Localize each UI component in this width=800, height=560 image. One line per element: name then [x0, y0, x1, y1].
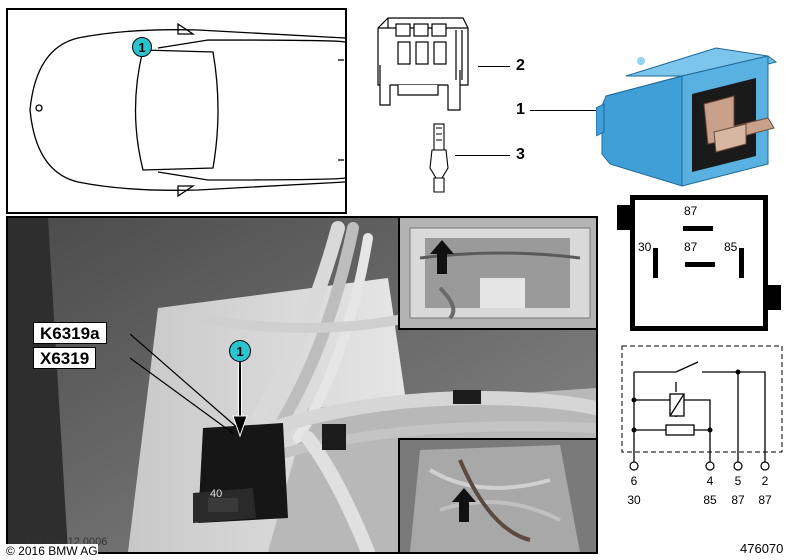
- schematic-term-30: 30: [627, 493, 641, 507]
- pin-label-85: 85: [724, 240, 738, 254]
- component-tag-k6319a: K6319a: [33, 322, 107, 344]
- schematic-pin-2: 2: [761, 474, 769, 488]
- pin-label-30: 30: [638, 240, 652, 254]
- pinout-tab-left: [617, 205, 630, 230]
- leader-line-3: [455, 155, 510, 156]
- schematic-term-85: 85: [703, 493, 717, 507]
- schematic-pin-5: 5: [734, 474, 742, 488]
- inset-photo-top: [398, 216, 598, 330]
- connector-housing-drawing: [377, 17, 469, 111]
- callout-arrow: [232, 362, 248, 438]
- pin-label-87-mid: 87: [684, 240, 698, 254]
- copyright-text: © 2016 BMW AG: [6, 544, 98, 558]
- callout-1-car: 1: [132, 37, 152, 57]
- diagram-reference-number: 476070: [740, 541, 784, 556]
- terminal-pin-drawing: [429, 123, 449, 193]
- car-outline-drawing: [29, 22, 346, 198]
- tag-leader-lines: [130, 333, 241, 435]
- relay-circuit-schematic: [621, 345, 783, 471]
- inset-photo-bottom: [398, 438, 598, 554]
- schematic-term-87-b: 87: [758, 493, 772, 507]
- schematic-pin-4: 4: [706, 474, 714, 488]
- part-label-2: 2: [516, 57, 525, 74]
- schematic-pin-6: 6: [630, 474, 638, 488]
- car-overview-panel: [6, 8, 347, 214]
- leader-line-2: [478, 66, 510, 67]
- leader-line-1: [530, 110, 598, 111]
- part-label-1: 1: [516, 101, 525, 118]
- fuse-value-label: 40: [210, 488, 223, 500]
- inset-photo-bottom-scene: [400, 440, 596, 552]
- callout-1-photo: 1: [229, 340, 251, 362]
- relay-component-drawing: [596, 47, 778, 187]
- pinout-tab-right: [768, 285, 781, 310]
- relay-pinout-panel: 87 87 30 85: [630, 195, 768, 331]
- pin-label-87-top: 87: [684, 204, 698, 218]
- part-label-3: 3: [516, 146, 525, 163]
- inset-photo-top-scene: [400, 218, 596, 328]
- component-tag-x6319: X6319: [33, 347, 97, 369]
- relay-pinout-contacts: [653, 226, 744, 278]
- schematic-term-87-a: 87: [731, 493, 745, 507]
